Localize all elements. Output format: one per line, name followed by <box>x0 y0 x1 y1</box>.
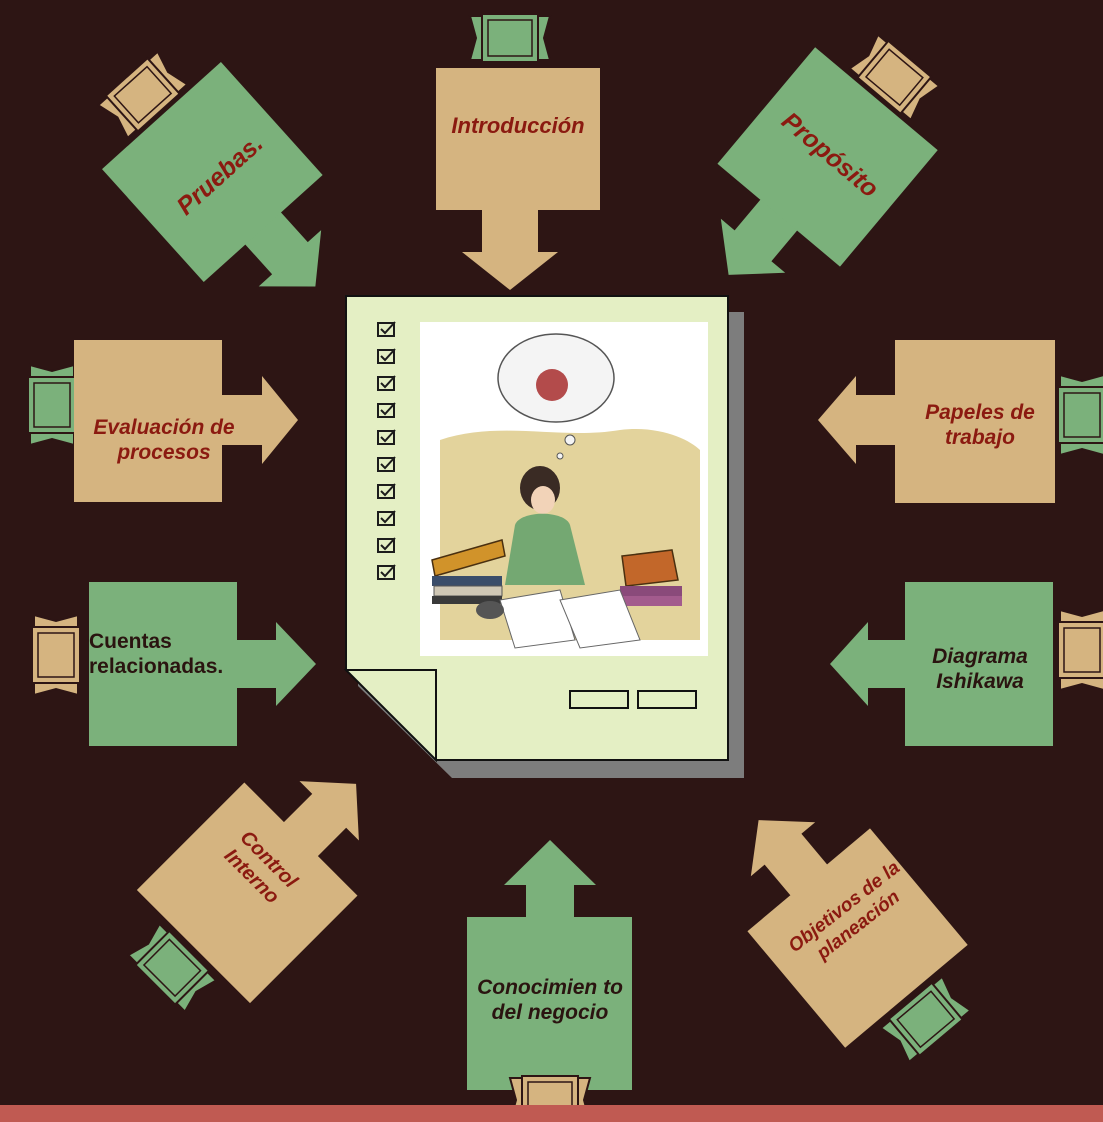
binder-icon <box>31 614 81 696</box>
binder-icon <box>1057 374 1103 456</box>
footer-bar <box>0 1105 1103 1122</box>
center-document <box>343 295 744 778</box>
placeholder-box <box>637 690 697 709</box>
node-introduccion <box>436 13 600 290</box>
binder-icon <box>469 13 551 63</box>
node-cuentas <box>31 582 316 746</box>
label-papeles: Papeles de trabajo <box>925 400 1035 449</box>
label-cuentas: Cuentas relacionadas. <box>89 629 224 678</box>
label-evaluacion: Evaluación de procesos <box>93 415 235 464</box>
placeholder-box <box>569 690 629 709</box>
node-papeles <box>818 340 1103 503</box>
node-control <box>125 781 359 1015</box>
label-introduccion: Introducción <box>451 112 585 138</box>
binder-icon <box>1057 609 1103 691</box>
node-objetivos <box>747 820 973 1065</box>
node-conocimiento <box>467 840 632 1122</box>
label-conocimiento: Conocimien to del negocio <box>477 975 623 1024</box>
binder-icon <box>27 364 77 446</box>
student-studying-illustration <box>420 322 708 656</box>
node-evaluacion <box>27 340 298 502</box>
node-proposito <box>717 32 942 275</box>
label-diagrama: Diagrama Ishikawa <box>932 644 1028 693</box>
node-pruebas <box>95 49 323 287</box>
node-diagrama <box>830 582 1103 746</box>
